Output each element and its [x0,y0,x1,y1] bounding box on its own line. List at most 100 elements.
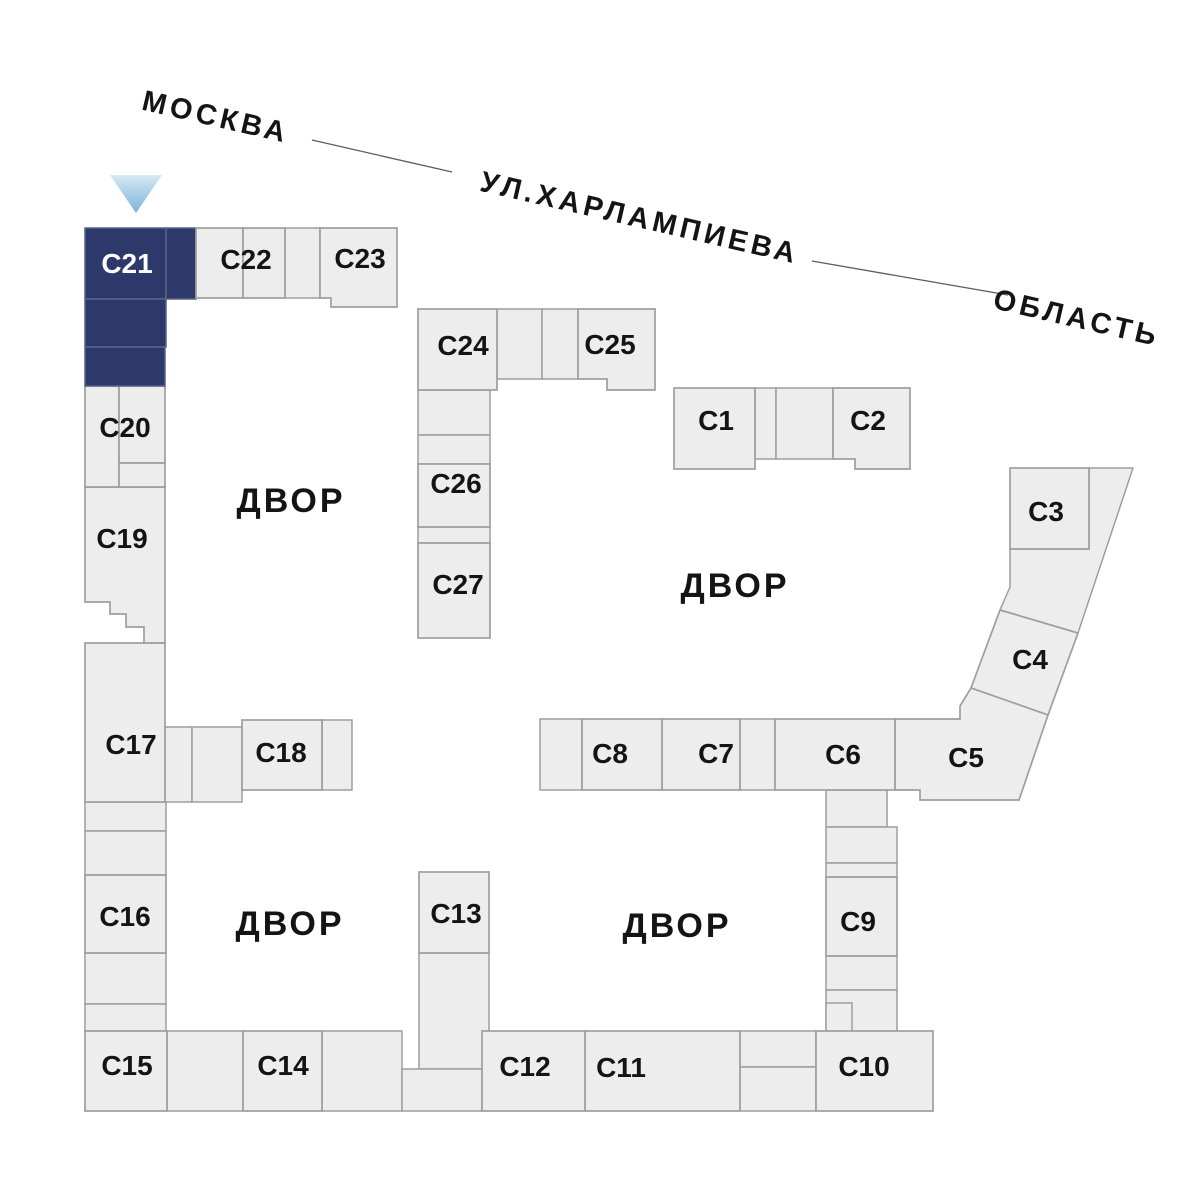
building-c25[interactable]: С25 [577,308,656,391]
building-c18-part[interactable] [241,719,323,791]
building-c11-label: С11 [596,1052,646,1083]
building-segment [541,308,579,380]
building-c21-part[interactable] [165,227,197,300]
building-c1[interactable]: С1 [673,387,756,470]
building-segment [84,1003,167,1032]
building-c12-label: С12 [499,1051,550,1082]
building-c11[interactable]: С11 [584,1030,741,1112]
building-c27[interactable]: С27 [417,542,491,639]
building-c2[interactable]: С2 [832,387,911,470]
building-segment [739,718,776,791]
courtyard-label-4: ДВОР [622,907,731,945]
building-c3-label: С3 [1028,496,1064,527]
building-c6-part[interactable] [774,718,896,791]
building-c15-part[interactable] [84,1030,168,1112]
building-c13[interactable]: С13 [418,871,490,954]
building-c1-part[interactable] [673,387,756,470]
building-c17[interactable]: С17 [84,642,166,803]
building-c9-part[interactable] [825,876,898,957]
building-c22-part[interactable] [195,227,244,299]
building-segment [825,789,888,828]
building-c26[interactable]: С26 [417,463,491,528]
building-segment [775,387,834,460]
building-c10[interactable]: С10 [815,1030,934,1112]
building-c10-label: С10 [838,1051,889,1082]
building-c12[interactable]: С12 [481,1030,586,1112]
building-c26-part[interactable] [417,463,491,528]
building-c17-label: С17 [105,729,156,760]
courtyard-label-1: ДВОР [236,482,345,520]
building-segment [84,952,167,1005]
building-c24-part[interactable] [417,308,498,391]
building-c15[interactable]: С15 [84,1030,168,1112]
building-c16-label: С16 [99,901,150,932]
street-label-moscow: МОСКВА [139,85,292,150]
building-segment [401,1068,483,1112]
building-c21-label: С21 [101,248,152,279]
building-c8[interactable]: С8 [581,718,663,791]
building-c18[interactable]: С18 [241,719,323,791]
building-segment [825,826,898,864]
building-segment [739,1030,817,1068]
building-segment [321,1030,403,1112]
building-segment [321,719,353,791]
building-segment [539,718,583,791]
building-c22[interactable]: С22 [195,227,286,299]
building-c21-part[interactable] [84,298,167,348]
building-c20-part[interactable] [118,462,166,488]
building-c9[interactable]: С9 [825,876,898,957]
building-c25-part[interactable] [577,308,656,391]
building-c9-label: С9 [840,906,876,937]
building-segment [825,862,898,878]
street-label-oblast: ОБЛАСТЬ [990,284,1163,353]
building-c8-label: С8 [592,738,628,769]
building-c2-label: С2 [850,405,886,436]
building-c11-part[interactable] [584,1030,741,1112]
building-c4[interactable]: С4 [969,608,1080,717]
building-c23[interactable]: С23 [319,227,398,308]
building-c8-part[interactable] [581,718,663,791]
building-c23-part[interactable] [319,227,398,308]
building-c14[interactable]: С14 [242,1030,323,1112]
building-segment [754,387,777,460]
building-segment [166,1030,244,1112]
building-c14-part[interactable] [242,1030,323,1112]
building-segment [284,227,321,299]
courtyard-label-2: ДВОР [680,567,789,605]
street-line-2 [811,260,1009,296]
building-c27-part[interactable] [417,542,491,639]
building-c19[interactable]: С19 [84,486,166,644]
building-c21-part[interactable] [84,346,166,387]
building-c16[interactable]: С16 [84,874,167,954]
building-c15-label: С15 [101,1050,152,1081]
building-c3-part[interactable] [1009,467,1090,550]
building-c6[interactable]: С6 [774,718,896,791]
building-c16-part[interactable] [84,874,167,954]
building-c3[interactable]: С3 [1009,467,1090,550]
building-c24[interactable]: С24 [417,308,498,391]
building-segment [417,434,491,465]
building-c5-part[interactable] [894,686,1050,801]
building-c6-label: С6 [825,739,861,770]
building-c2-part[interactable] [832,387,911,470]
building-c13-label: С13 [430,898,481,929]
building-c10-part[interactable] [815,1030,934,1112]
building-c4-label: С4 [1012,644,1048,675]
building-c22-part[interactable] [242,227,286,299]
building-c20[interactable]: С20 [84,385,166,488]
building-c12-part[interactable] [481,1030,586,1112]
building-c19-part[interactable] [84,486,166,644]
building-c18-label: С18 [255,737,306,768]
building-c5[interactable]: С5 [894,686,1050,801]
building-c21[interactable]: С21 [84,227,197,387]
building-segment [417,526,491,544]
location-arrow-icon [110,175,162,213]
building-c7-part[interactable] [661,718,741,791]
building-c13-part[interactable] [418,871,490,954]
building-c7[interactable]: С7 [661,718,741,791]
building-c17-part[interactable] [84,642,166,803]
building-segment [418,952,490,1070]
building-c1-label: С1 [698,405,734,436]
building-segment [739,1066,817,1112]
